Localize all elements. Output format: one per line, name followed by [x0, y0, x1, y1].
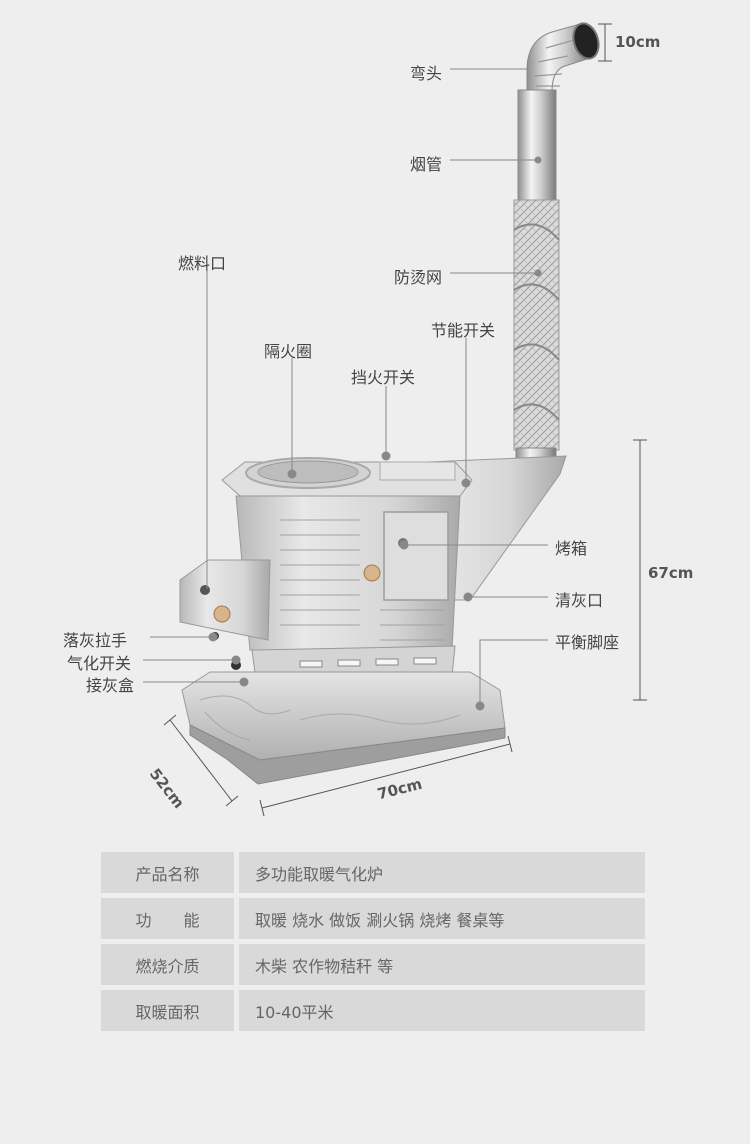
- label-fire-ring: 隔火圈: [264, 342, 313, 361]
- knob: [363, 564, 381, 582]
- stove-diagram: [143, 22, 647, 817]
- spec-key: 功 能: [101, 898, 234, 939]
- dimension-lines: [163, 23, 647, 817]
- label-ash-pull: 落灰拉手: [63, 631, 128, 650]
- spec-value: 取暖 烧水 做饭 涮火锅 烧烤 餐桌等: [239, 898, 645, 939]
- label-ash-box: 接灰盒: [86, 676, 135, 695]
- label-energy-switch: 节能开关: [431, 321, 496, 340]
- fuel-inlet: [179, 559, 271, 641]
- spec-row: 燃烧介质 木柴 农作物秸秆 等: [101, 944, 645, 985]
- label-ash-outlet: 清灰口: [555, 591, 604, 610]
- spec-value: 木柴 农作物秸秆 等: [239, 944, 645, 985]
- label-fuel-inlet: 燃料口: [178, 254, 227, 273]
- leader-lines: [143, 68, 548, 711]
- spec-key: 燃烧介质: [101, 944, 234, 985]
- label-chimney: 烟管: [410, 155, 443, 174]
- spec-row: 功 能 取暖 烧水 做饭 涮火锅 烧烤 餐桌等: [101, 898, 645, 939]
- dim-height: 67cm: [648, 564, 694, 582]
- spec-row: 产品名称 多功能取暖气化炉: [101, 852, 645, 893]
- spec-table: 产品名称 多功能取暖气化炉 功 能 取暖 烧水 做饭 涮火锅 烧烤 餐桌等 燃烧…: [101, 852, 645, 1036]
- label-balance-base: 平衡脚座: [555, 633, 620, 652]
- spec-row: 取暖面积 10-40平米: [101, 990, 645, 1031]
- spec-value: 10-40平米: [239, 990, 645, 1031]
- elbow-part: [526, 22, 600, 93]
- spec-key: 取暖面积: [101, 990, 234, 1031]
- label-gas-switch: 气化开关: [67, 654, 132, 673]
- spec-key: 产品名称: [101, 852, 234, 893]
- dim-elbow: 10cm: [615, 33, 661, 51]
- mesh-guard: [513, 199, 560, 451]
- chimney-pipe: [517, 89, 557, 201]
- label-mesh-guard: 防烫网: [394, 268, 443, 287]
- label-elbow: 弯头: [410, 64, 443, 83]
- label-fire-switch: 挡火开关: [351, 368, 416, 387]
- label-oven: 烤箱: [555, 539, 588, 558]
- spec-value: 多功能取暖气化炉: [239, 852, 645, 893]
- oven-door: [383, 511, 449, 601]
